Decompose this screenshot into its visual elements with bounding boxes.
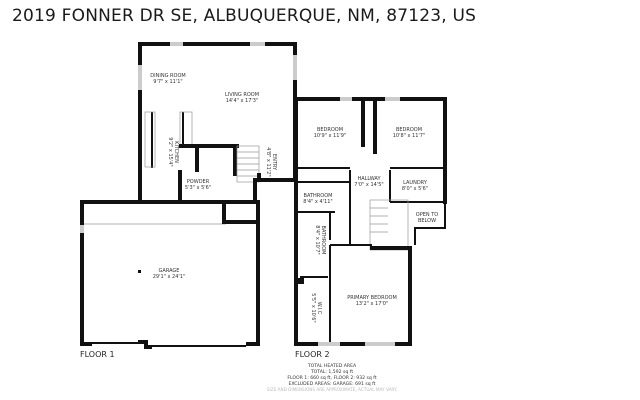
- room-bedroom1-size: 10'9" x 11'9": [314, 133, 347, 139]
- room-hallway-size: 7'0" x 14'5": [354, 182, 383, 188]
- room-living-size: 14'4" x 17'3": [226, 98, 259, 104]
- room-wic-size: 5'5" x 10'6": [310, 293, 316, 322]
- room-bathroom1-name: BATHROOM: [304, 193, 333, 199]
- room-wic-name: W.I.C: [316, 302, 322, 315]
- room-hallway-name: HALLWAY: [357, 176, 381, 182]
- area-heading: TOTAL HEATED AREA: [307, 363, 357, 369]
- area-total: TOTAL: 1,592 sq ft: [310, 369, 353, 375]
- open-to-below-sublabel: BELOW: [418, 218, 436, 224]
- open-to-below-label: OPEN TO: [416, 212, 438, 218]
- floor1-label: FLOOR 1: [80, 350, 115, 359]
- disclaimer: SIZE AND DIMENSIONS ARE APPROXIMATE, ACT…: [267, 387, 397, 392]
- room-bedroom1-name: BEDROOM: [317, 127, 343, 133]
- room-primary-bedroom-size: 13'2" x 17'0": [356, 301, 389, 307]
- room-powder-name: POWDER: [187, 179, 210, 185]
- room-laundry-size: 8'0" x 5'6": [402, 186, 428, 192]
- room-kitchen-size: 9'2" x 15'4": [167, 137, 173, 166]
- floor2-plan: [294, 97, 447, 346]
- room-bedroom2-size: 10'8" x 11'7": [393, 133, 426, 139]
- room-bathroom1-size: 8'4" x 4'11": [303, 199, 332, 205]
- room-bedroom2-name: BEDROOM: [396, 127, 422, 133]
- room-entry-size: 4'8" x 11'2": [265, 147, 271, 176]
- room-garage-name: GARAGE: [159, 268, 180, 274]
- room-dining-size: 9'7" x 11'1": [153, 79, 182, 85]
- room-entry-name: ENTRY: [271, 154, 277, 171]
- room-primary-bedroom-name: PRIMARY BEDROOM: [347, 295, 397, 301]
- area-excluded: EXCLUDED AREAS: GARAGE: 691 sq ft: [289, 381, 376, 387]
- room-bathroom2-size: 8'4" x 10'7": [314, 225, 320, 254]
- floor2-label: FLOOR 2: [295, 350, 330, 359]
- room-kitchen-name: KITCHEN: [173, 141, 179, 163]
- room-laundry-name: LAUNDRY: [403, 180, 428, 186]
- room-bathroom2-name: BATHROOM: [320, 226, 326, 255]
- area-floors: FLOOR 1: 660 sq ft, FLOOR 2: 932 sq ft: [287, 375, 376, 381]
- garage-plan: [80, 200, 260, 349]
- floor1-plan: [138, 42, 297, 204]
- room-powder-size: 5'3" x 5'6": [185, 185, 211, 191]
- property-address-title: 2019 FONNER DR SE, ALBUQUERQUE, NM, 8712…: [12, 6, 477, 26]
- room-living-name: LIVING ROOM: [225, 92, 259, 98]
- room-dining-name: DINING ROOM: [150, 73, 185, 79]
- room-garage-size: 29'1" x 24'1": [153, 274, 186, 280]
